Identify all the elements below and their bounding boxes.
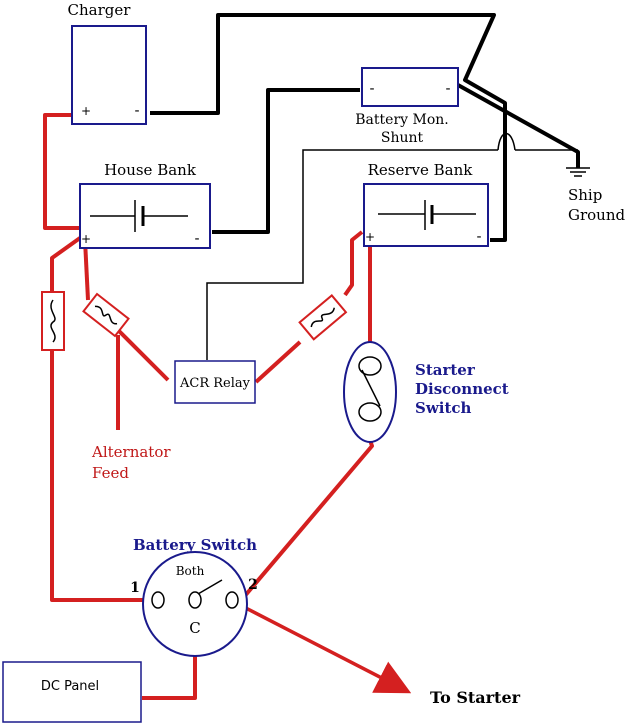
battery-monitor-shunt: - - Battery Mon. Shunt: [355, 67, 459, 146]
sense-wires: [206, 132, 578, 360]
starter-switch-label-line2: Disconnect: [415, 380, 509, 398]
battery-switch-lever: [197, 579, 223, 595]
battery-switch-common: C: [189, 619, 200, 637]
ground-label-line1: Ship: [568, 186, 602, 204]
acr-sense-wire-reserve: [206, 149, 498, 360]
starter-switch-to-switch2-wire: [236, 439, 374, 606]
reserve-battery-cell-icon: [378, 200, 476, 230]
to-starter-arrow-icon: [237, 602, 412, 694]
reserve-fuse-to-bank-wire: [343, 230, 364, 297]
acr-relay-label: ACR Relay: [179, 376, 251, 391]
acr-to-reserve-fuse-wire: [254, 340, 302, 384]
to-starter-label: To Starter: [430, 688, 521, 707]
shunt-right-terminal: -: [445, 81, 450, 97]
switch-common-to-dc-panel-wire: [142, 650, 197, 700]
alternator-label-line2: Feed: [92, 464, 129, 482]
battery-switch-title: Battery Switch: [133, 536, 257, 554]
negative-wires: [150, 13, 580, 242]
house-bank-title: House Bank: [104, 161, 197, 179]
wire-crossover-hop: [497, 132, 516, 151]
house-battery-cell-icon: [90, 200, 188, 232]
shunt-left-terminal: -: [369, 81, 374, 97]
charger-plus: +: [81, 104, 91, 118]
reserve-fuse-icon: [298, 294, 348, 341]
starter-disconnect-switch: Starter Disconnect Switch: [343, 341, 509, 443]
ship-ground: Ship Ground: [566, 167, 626, 224]
house-to-alt-fuse-wire: [83, 239, 90, 301]
battery-switch-both-label: Both: [176, 564, 205, 578]
starter-switch-label-line1: Starter: [415, 361, 476, 379]
battery-switch: Battery Switch Both 1 2 C: [130, 536, 258, 657]
positive-wires: [43, 113, 374, 700]
charger: Charger + -: [68, 1, 147, 125]
reserve-bank-minus: -: [476, 229, 481, 245]
charger-negative-wire: [150, 13, 507, 242]
house-to-switch1-wire: [50, 236, 150, 602]
alt-fuse-to-acr-wire: [116, 328, 170, 382]
ground-label-line2: Ground: [568, 206, 626, 224]
alternator-fuse-icon: [82, 292, 130, 338]
reserve-bank: Reserve Bank + -: [363, 161, 489, 247]
reserve-bank-plus: +: [365, 230, 375, 244]
charger-minus: -: [134, 103, 139, 119]
charger-positive-wire: [43, 113, 80, 230]
starter-switch-label-line3: Switch: [415, 399, 472, 417]
alternator-label-line1: Alternator: [91, 443, 171, 461]
house-main-fuse-icon: [41, 291, 65, 351]
house-bank: House Bank + -: [79, 161, 211, 249]
charger-title: Charger: [68, 1, 132, 19]
dc-panel: DC Panel: [2, 661, 142, 723]
house-bank-minus: -: [194, 231, 199, 247]
dc-panel-label: DC Panel: [41, 679, 99, 694]
house-bank-plus: +: [81, 232, 91, 246]
battery-switch-position-2: 2: [248, 577, 258, 593]
shunt-label-line2: Shunt: [381, 130, 424, 146]
ground-icon: [566, 167, 590, 177]
house-negative-wire: [212, 88, 360, 234]
shunt-to-ground-wire: [457, 83, 580, 168]
battery-switch-position-1: 1: [130, 580, 140, 596]
reserve-bank-title: Reserve Bank: [368, 161, 474, 179]
acr-relay: ACR Relay: [174, 360, 256, 404]
shunt-label-line1: Battery Mon.: [355, 112, 448, 128]
